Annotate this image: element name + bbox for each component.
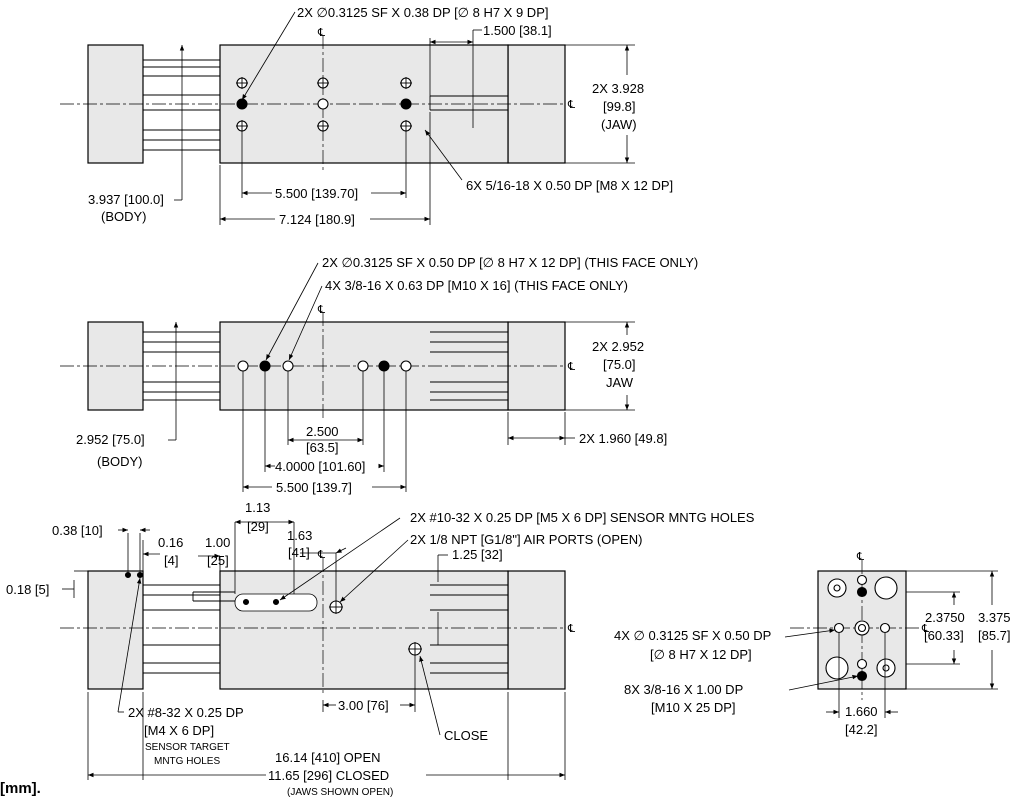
bot-closed-length: 11.65 [296] CLOSED bbox=[268, 768, 389, 783]
end-pin-holes-callout: 4X ∅ 0.3125 SF X 0.50 DP bbox=[614, 628, 771, 643]
mid-centerline-symbol-h: ℄ bbox=[567, 361, 575, 373]
top-guide-rods bbox=[143, 59, 509, 151]
end-dim-3375-mm: [85.7] bbox=[978, 628, 1011, 643]
bot-target-line2: MNTG HOLES bbox=[154, 756, 220, 767]
end-dim-23750-mm: [60.33] bbox=[924, 628, 964, 643]
top-dim-7124: 7.124 [180.9] bbox=[279, 212, 355, 227]
bot-open-length: 16.14 [410] OPEN bbox=[275, 750, 381, 765]
bot-dim-100: 1.00 bbox=[205, 535, 230, 550]
bot-dim-163-mm: [41] bbox=[288, 545, 310, 560]
top-jaw-mm: [99.8] bbox=[603, 99, 636, 114]
end-dim-3375: 3.375 bbox=[978, 610, 1011, 625]
mid-dim-1960: 2X 1.960 [49.8] bbox=[579, 431, 667, 446]
end-centerline-symbol-v: ℄ bbox=[856, 551, 864, 563]
end-holes bbox=[825, 574, 898, 682]
bot-close-label: CLOSE bbox=[444, 728, 488, 743]
end-view: ℄ ℄ 2.3750 [60.33] 3.375 [85.7] 4X ∅ 0.3… bbox=[614, 551, 1011, 737]
bot-guide-rods bbox=[143, 584, 508, 674]
top-dim-1500: 1.500 [38.1] bbox=[483, 23, 552, 38]
bot-centerline-symbol-v: ℄ bbox=[317, 549, 325, 561]
bot-target-holes-callout: 2X #8-32 X 0.25 DP bbox=[128, 705, 244, 720]
mid-tapped-callout: 4X 3/8-16 X 0.63 DP [M10 X 16] (THIS FAC… bbox=[325, 278, 628, 293]
top-view: ℄ ℄ 2X ∅0.3125 SF X 0.38 DP [∅ 8 H7 X 9 … bbox=[60, 5, 673, 227]
bot-target-mm: [M4 X 6 DP] bbox=[144, 723, 214, 738]
bot-jaws-note: (JAWS SHOWN OPEN) bbox=[287, 787, 393, 798]
bottom-view: ℄ ℄ 0.38 [10] 0.16 [4] 1.00 [25] 1.13 [2… bbox=[6, 500, 755, 798]
end-centerline-symbol-h: ℄ bbox=[921, 623, 929, 635]
bot-dim-125: 1.25 [32] bbox=[452, 547, 503, 562]
bot-air-ports-callout: 2X 1/8 NPT [G1/8"] AIR PORTS (OPEN) bbox=[410, 532, 642, 547]
top-jaw-qty: 2X 3.928 bbox=[592, 81, 644, 96]
top-dim-5500: 5.500 [139.70] bbox=[275, 186, 358, 201]
end-dim-1660: 1.660 bbox=[845, 704, 878, 719]
top-body-tag: (BODY) bbox=[101, 209, 147, 224]
end-pin-holes-mm: [∅ 8 H7 X 12 DP] bbox=[650, 647, 752, 662]
mid-guide-rods bbox=[143, 331, 508, 401]
top-centerline-symbol-v: ℄ bbox=[317, 27, 325, 39]
bot-dim-113-mm: [29] bbox=[247, 519, 269, 534]
mid-dim-2500: 2.500 bbox=[306, 424, 339, 439]
top-body-dim: 3.937 [100.0] bbox=[88, 192, 164, 207]
sensor-hole bbox=[242, 598, 250, 606]
mid-jaw-mm: [75.0] bbox=[603, 357, 636, 372]
end-dim-23750: 2.3750 bbox=[925, 610, 965, 625]
bot-dim-300: 3.00 [76] bbox=[338, 698, 389, 713]
top-jaw-tag: (JAW) bbox=[601, 117, 637, 132]
bot-target-line1: SENSOR TARGET bbox=[145, 742, 230, 753]
top-centerline-symbol-h: ℄ bbox=[567, 99, 575, 111]
mid-dim-4000: 4.0000 [101.60] bbox=[275, 459, 365, 474]
middle-view: ℄ ℄ 2X ∅0.3125 SF X 0.50 DP [∅ 8 H7 X 12… bbox=[60, 255, 698, 495]
bot-sensor-holes-callout: 2X #10-32 X 0.25 DP [M5 X 6 DP] SENSOR M… bbox=[410, 510, 755, 525]
mid-centerline-symbol-v: ℄ bbox=[317, 304, 325, 316]
end-tapped-mm: [M10 X 25 DP] bbox=[651, 700, 736, 715]
bot-dim-113: 1.13 bbox=[245, 500, 270, 515]
bot-dim-163: 1.63 bbox=[287, 528, 312, 543]
mid-jaw-qty: 2X 2.952 bbox=[592, 339, 644, 354]
sensor-hole-2 bbox=[272, 598, 280, 606]
mid-body-tag: (BODY) bbox=[97, 454, 143, 469]
end-tapped-callout: 8X 3/8-16 X 1.00 DP bbox=[624, 682, 743, 697]
mid-pin-holes-callout: 2X ∅0.3125 SF X 0.50 DP [∅ 8 H7 X 12 DP]… bbox=[322, 255, 698, 270]
bot-dim-100-mm: [25] bbox=[207, 553, 229, 568]
bot-dim-016-mm: [4] bbox=[164, 553, 178, 568]
bot-dim-018: 0.18 [5] bbox=[6, 582, 49, 597]
end-dim-1660-mm: [42.2] bbox=[845, 722, 878, 737]
mid-body-dim: 2.952 [75.0] bbox=[76, 432, 145, 447]
mid-dim-2500-mm: [63.5] bbox=[306, 440, 339, 455]
top-pin-holes-callout: 2X ∅0.3125 SF X 0.38 DP [∅ 8 H7 X 9 DP] bbox=[297, 5, 548, 20]
bot-dim-038: 0.38 [10] bbox=[52, 523, 103, 538]
top-tapped-holes-callout: 6X 5/16-18 X 0.50 DP [M8 X 12 DP] bbox=[466, 178, 673, 193]
bot-right-jaw bbox=[507, 570, 566, 690]
mid-jaw-tag: JAW bbox=[606, 375, 634, 390]
partial-unit-note: [mm]. bbox=[0, 780, 41, 797]
bot-centerline-symbol-h: ℄ bbox=[567, 623, 575, 635]
bot-body bbox=[219, 570, 509, 690]
bot-left-jaw bbox=[87, 570, 144, 690]
bot-dim-016: 0.16 bbox=[158, 535, 183, 550]
mid-dim-5500: 5.500 [139.7] bbox=[276, 480, 352, 495]
